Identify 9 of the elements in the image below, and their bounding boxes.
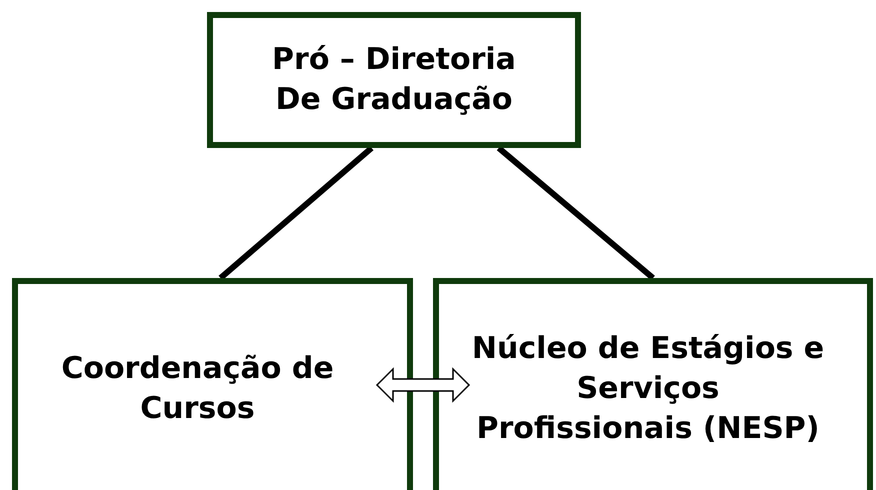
- box-label: Coordenação de Cursos: [60, 350, 335, 428]
- box-label: Núcleo de Estágios e Serviços Profissionais (NESP): [470, 330, 826, 448]
- org-box: [207, 12, 581, 148]
- double-arrow: [376, 367, 470, 403]
- connector-line: [218, 146, 374, 280]
- box-label: Pró – Diretoria De Graduação: [271, 41, 517, 119]
- connector-line: [496, 146, 655, 280]
- org-box: [12, 278, 413, 490]
- org-box: [433, 278, 873, 490]
